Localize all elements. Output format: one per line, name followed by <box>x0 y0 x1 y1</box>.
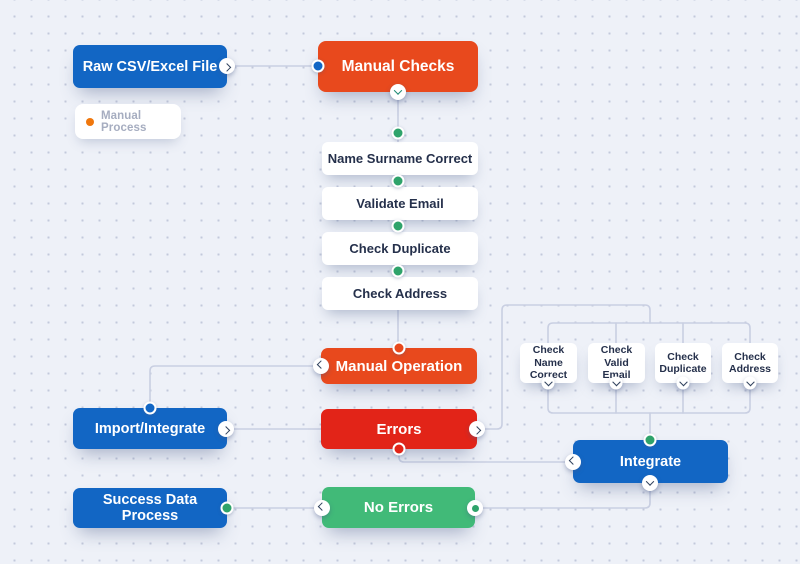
handle-noerrors-right[interactable] <box>467 500 483 516</box>
node-label: Check Duplicate <box>659 350 707 375</box>
node-label: Check Valid Email <box>600 344 633 382</box>
handle-namesurname-dot[interactable] <box>391 126 405 140</box>
node-check-address-small[interactable]: Check Address <box>722 343 778 383</box>
node-no-errors[interactable]: No Errors <box>322 487 475 528</box>
node-label: Import/Integrate <box>94 420 206 437</box>
chevron-down-icon <box>611 377 621 386</box>
handle-checkname-bottom[interactable] <box>541 376 555 390</box>
handle-manualchecks-target-dot[interactable] <box>311 59 325 73</box>
green-dot-icon <box>471 504 479 512</box>
legend-manual-process[interactable]: Manual Process <box>75 104 181 139</box>
node-label: Check Address <box>352 286 448 301</box>
node-errors[interactable]: Errors <box>321 409 477 449</box>
node-label: Errors <box>376 420 422 438</box>
handle-integrate-top-dot[interactable] <box>643 433 657 447</box>
handle-errors-right[interactable] <box>469 421 485 437</box>
node-label: Success Data Process <box>102 492 198 524</box>
chevron-right-icon <box>222 63 232 72</box>
edge-checks-top-bus <box>547 322 751 344</box>
chevron-right-icon <box>221 426 231 435</box>
edge-checks-bottom-bus <box>547 382 751 414</box>
chevron-left-icon <box>316 360 326 369</box>
handle-manualoperation-left[interactable] <box>313 358 329 374</box>
node-label: Integrate <box>619 453 682 470</box>
handle-manualchecks-bottom[interactable] <box>390 84 406 100</box>
node-validate-email[interactable]: Validate Email <box>322 187 478 220</box>
node-label: No Errors <box>363 499 434 516</box>
node-check-name-correct[interactable]: Check Name Correct <box>520 343 577 383</box>
handle-checkaddress-dot[interactable] <box>391 264 405 278</box>
node-manual-checks[interactable]: Manual Checks <box>318 41 478 92</box>
handle-import-right[interactable] <box>218 421 234 437</box>
handle-checkaddr-bottom[interactable] <box>743 376 757 390</box>
handle-checkduplicate-dot[interactable] <box>391 219 405 233</box>
node-label: Manual Checks <box>341 57 455 75</box>
handle-errors-bottom-dot[interactable] <box>392 442 406 456</box>
node-raw-csv-excel-file[interactable]: Raw CSV/Excel File <box>73 45 227 88</box>
node-check-address[interactable]: Check Address <box>322 277 478 310</box>
handle-checkvalid-bottom[interactable] <box>609 376 623 390</box>
handle-checkdup-bottom[interactable] <box>676 376 690 390</box>
edge-errors-integrate-left <box>398 448 574 463</box>
chevron-down-icon <box>543 377 553 386</box>
edge-errors-checks-trunk <box>484 304 651 430</box>
edge-manualoperation-import <box>149 365 322 409</box>
node-name-surname-correct[interactable]: Name Surname Correct <box>322 142 478 175</box>
chevron-left-icon <box>568 456 578 465</box>
node-success-data-process[interactable]: Success Data Process <box>73 488 227 528</box>
node-label: Check Address <box>728 350 771 375</box>
node-label: Manual Operation <box>335 357 463 375</box>
handle-noerrors-left[interactable] <box>314 500 330 516</box>
legend-label: Manual Process <box>101 109 147 134</box>
handle-integrate-left[interactable] <box>565 454 581 470</box>
edge-integrate-noerrors <box>474 482 651 509</box>
node-check-duplicate-small[interactable]: Check Duplicate <box>655 343 711 383</box>
chevron-down-icon <box>745 377 755 386</box>
node-label: Name Surname Correct <box>327 151 473 166</box>
chevron-down-icon <box>678 377 688 386</box>
node-label: Raw CSV/Excel File <box>82 58 218 75</box>
chevron-left-icon <box>317 502 327 511</box>
legend-dot-icon <box>86 117 94 126</box>
node-label: Check Name Correct <box>529 344 568 382</box>
node-import-integrate[interactable]: Import/Integrate <box>73 408 227 449</box>
node-manual-operation[interactable]: Manual Operation <box>321 348 477 384</box>
node-label: Check Duplicate <box>349 241 451 256</box>
node-check-valid-email[interactable]: Check Valid Email <box>588 343 645 383</box>
chevron-down-icon <box>393 86 403 95</box>
handle-import-top-dot[interactable] <box>143 401 157 415</box>
node-check-duplicate[interactable]: Check Duplicate <box>322 232 478 265</box>
handle-success-right-dot[interactable] <box>220 501 234 515</box>
chevron-down-icon <box>645 477 655 486</box>
handle-rawcsv-source[interactable] <box>219 58 235 74</box>
handle-validateemail-dot[interactable] <box>391 174 405 188</box>
node-label: Validate Email <box>356 196 444 211</box>
handle-integrate-bottom[interactable] <box>642 475 658 491</box>
handle-manualoperation-top-dot[interactable] <box>392 341 406 355</box>
chevron-right-icon <box>472 426 482 435</box>
